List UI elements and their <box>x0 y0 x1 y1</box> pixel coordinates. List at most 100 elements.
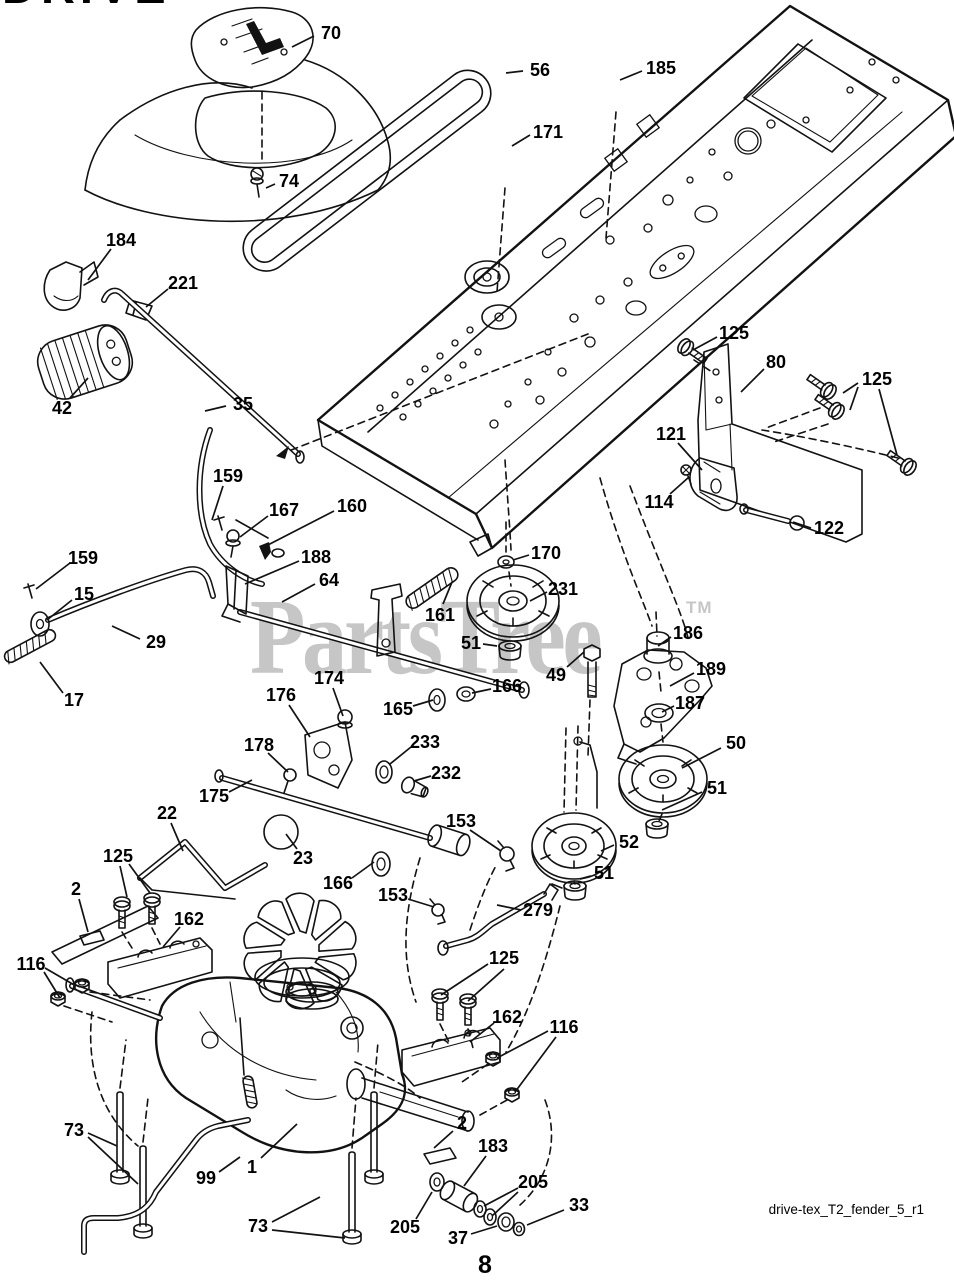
callout-114: 114 <box>644 492 674 512</box>
callout-35: 35 <box>232 394 254 414</box>
callout-51: 51 <box>593 863 615 883</box>
callout-188: 188 <box>300 547 332 567</box>
page-number: 8 <box>478 1251 492 1279</box>
leader-line-186 <box>657 636 672 647</box>
callout-165: 165 <box>382 699 414 719</box>
callout-33: 33 <box>568 1195 590 1215</box>
pedal-linkage <box>3 261 589 665</box>
leader-line-49 <box>566 651 585 668</box>
leader-line-176 <box>288 704 311 738</box>
callout-232: 232 <box>430 763 462 783</box>
callout-162: 162 <box>491 1007 523 1027</box>
leader-line-2 <box>433 1130 454 1149</box>
lower-linkage <box>137 709 471 900</box>
callout-73: 73 <box>247 1216 269 1236</box>
leader-line-125 <box>440 963 489 996</box>
leader-line-51 <box>579 875 592 880</box>
callout-17: 17 <box>63 690 85 710</box>
cross-shaft <box>221 565 530 712</box>
leader-line-153 <box>407 898 435 908</box>
assembly-dashed-lines <box>405 111 690 1053</box>
leader-line-175 <box>228 779 253 793</box>
leader-line-125 <box>128 863 151 894</box>
leader-line-166 <box>471 688 492 694</box>
leader-line-70 <box>291 35 315 48</box>
callout-50: 50 <box>725 733 747 753</box>
watermark: PartsTree <box>250 578 603 697</box>
callout-160: 160 <box>336 496 368 516</box>
mount-brackets <box>50 905 553 1206</box>
idler-pulley-52 <box>531 812 617 901</box>
leader-line-165 <box>412 699 434 707</box>
callout-56: 56 <box>529 60 551 80</box>
leader-line-80 <box>740 368 765 393</box>
leader-line-189 <box>669 672 695 687</box>
callout-70: 70 <box>320 23 342 43</box>
leader-line-185 <box>619 70 643 81</box>
leader-line-183 <box>463 1155 487 1187</box>
leader-line-187 <box>661 705 675 713</box>
leader-line-232 <box>413 775 432 782</box>
leader-line-116 <box>43 971 61 999</box>
callout-174: 174 <box>313 668 345 688</box>
callout-231: 231 <box>547 579 579 599</box>
leader-line-114 <box>669 476 690 495</box>
leader-line-279 <box>496 904 522 911</box>
leader-line-116 <box>496 1030 549 1059</box>
rod-279 <box>437 883 563 956</box>
page-title: DRIVE <box>2 0 171 14</box>
leader-line-125 <box>692 336 718 351</box>
leader-line-122 <box>792 521 812 529</box>
callout-1: 1 <box>246 1157 258 1177</box>
callout-52: 52 <box>618 832 640 852</box>
leader-line-125 <box>842 382 859 394</box>
leader-line-153 <box>469 829 502 852</box>
callout-175: 175 <box>198 786 230 806</box>
callout-99: 99 <box>195 1168 217 1188</box>
leader-line-73 <box>271 1229 346 1239</box>
leader-line-51 <box>661 791 703 811</box>
leader-line-167 <box>239 515 269 538</box>
engine-pulley <box>464 260 517 330</box>
leader-line-178 <box>267 752 289 773</box>
leader-line-174 <box>332 687 344 717</box>
rod-99 <box>81 1117 251 1255</box>
leader-line-22 <box>170 822 184 852</box>
leader-line-125 <box>467 968 505 1002</box>
leader-line-37 <box>470 1225 498 1235</box>
shoulder-bolts-125 <box>113 338 917 1049</box>
leader-line-50 <box>681 747 722 769</box>
callout-42: 42 <box>51 398 73 418</box>
leader-line-205 <box>491 1191 519 1217</box>
footer-drawing-code: drive-tex_T2_fender_5_r1 <box>768 1202 924 1217</box>
leader-line-51 <box>482 643 498 647</box>
leader-line-184 <box>87 248 112 281</box>
callout-162: 162 <box>173 909 205 929</box>
retainer-clips <box>429 840 515 925</box>
callout-171: 171 <box>532 122 564 142</box>
leader-line-99 <box>218 1156 241 1173</box>
leader-line-125 <box>849 386 859 411</box>
axle-hardware <box>429 1172 526 1237</box>
callout-159: 159 <box>212 466 244 486</box>
leader-line-166 <box>351 861 375 879</box>
callout-184: 184 <box>105 230 137 250</box>
callout-185: 185 <box>645 58 677 78</box>
leader-line-205 <box>483 1187 519 1207</box>
callout-2: 2 <box>70 879 82 899</box>
callout-189: 189 <box>695 659 727 679</box>
callout-51: 51 <box>460 633 482 653</box>
support-bracket-80 <box>680 343 899 543</box>
leader-line-23 <box>285 833 298 850</box>
callout-153: 153 <box>377 885 409 905</box>
callout-29: 29 <box>145 632 167 652</box>
leader-line-116 <box>44 967 77 987</box>
callout-2: 2 <box>456 1113 468 1133</box>
callout-166: 166 <box>322 873 354 893</box>
leader-line-159 <box>211 485 224 521</box>
callout-187: 187 <box>674 693 706 713</box>
leader-line-162 <box>469 1022 495 1043</box>
callout-22: 22 <box>156 803 178 823</box>
idler-bracket-assembly <box>563 611 713 813</box>
